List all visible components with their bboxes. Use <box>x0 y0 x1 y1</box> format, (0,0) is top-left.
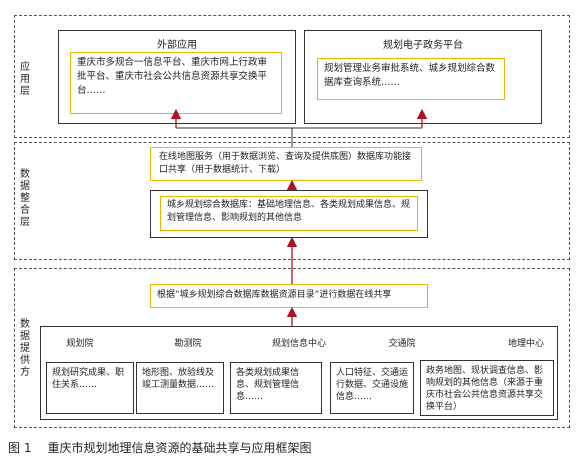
services-box: 在线地图服务（用于数据浏览、查询及提供底图）数据库功能接口共享（用于数据统计、下… <box>150 147 422 181</box>
source-name: 勘测院 <box>174 339 202 349</box>
source-detail-box: 地形图、放验线及竣工测量数据…… <box>136 362 224 414</box>
application-layer-label: 应用层 <box>20 62 30 97</box>
figure-number: 图 1 <box>8 441 32 455</box>
source-name: 交通院 <box>388 339 416 349</box>
egov-platform-content: 规划管理业务审批系统、城乡规划综合数据库查询系统…… <box>317 58 505 100</box>
database-box: 城乡规划综合数据库：基础地理信息、各类规划成果信息、规划管理信息、影响规划的其他… <box>160 196 418 231</box>
source-detail-box: 各类规划成果信息、规划管理信息…… <box>230 362 322 414</box>
figure-caption: 图 1 重庆市规划地理信息资源的基础共享与应用框架图 <box>8 439 327 456</box>
external-app-box: 外部应用 <box>58 30 296 124</box>
source-detail-box: 政务地图、现状调查信息、影响规划的其他信息（来源于重庆市社会公共信息资源共享交换… <box>420 360 554 416</box>
external-app-title: 外部应用 <box>157 40 197 51</box>
figure-title: 重庆市规划地理信息资源的基础共享与应用框架图 <box>47 441 312 455</box>
source-detail-box: 人口特征、交通运行数据、交通设施信息…… <box>330 362 414 414</box>
integration-layer-label: 数据整合层 <box>20 169 30 228</box>
egov-platform-title: 规划电子政务平台 <box>383 40 463 51</box>
source-name: 规划信息中心 <box>271 339 326 349</box>
provision-layer-label: 数据提供方 <box>20 319 30 378</box>
source-name: 规划院 <box>66 339 94 349</box>
source-name: 地理中心 <box>507 339 544 349</box>
egov-platform-box: 规划电子政务平台 <box>304 30 542 124</box>
source-detail-box: 规划研究成果、职住关系…… <box>46 362 134 414</box>
